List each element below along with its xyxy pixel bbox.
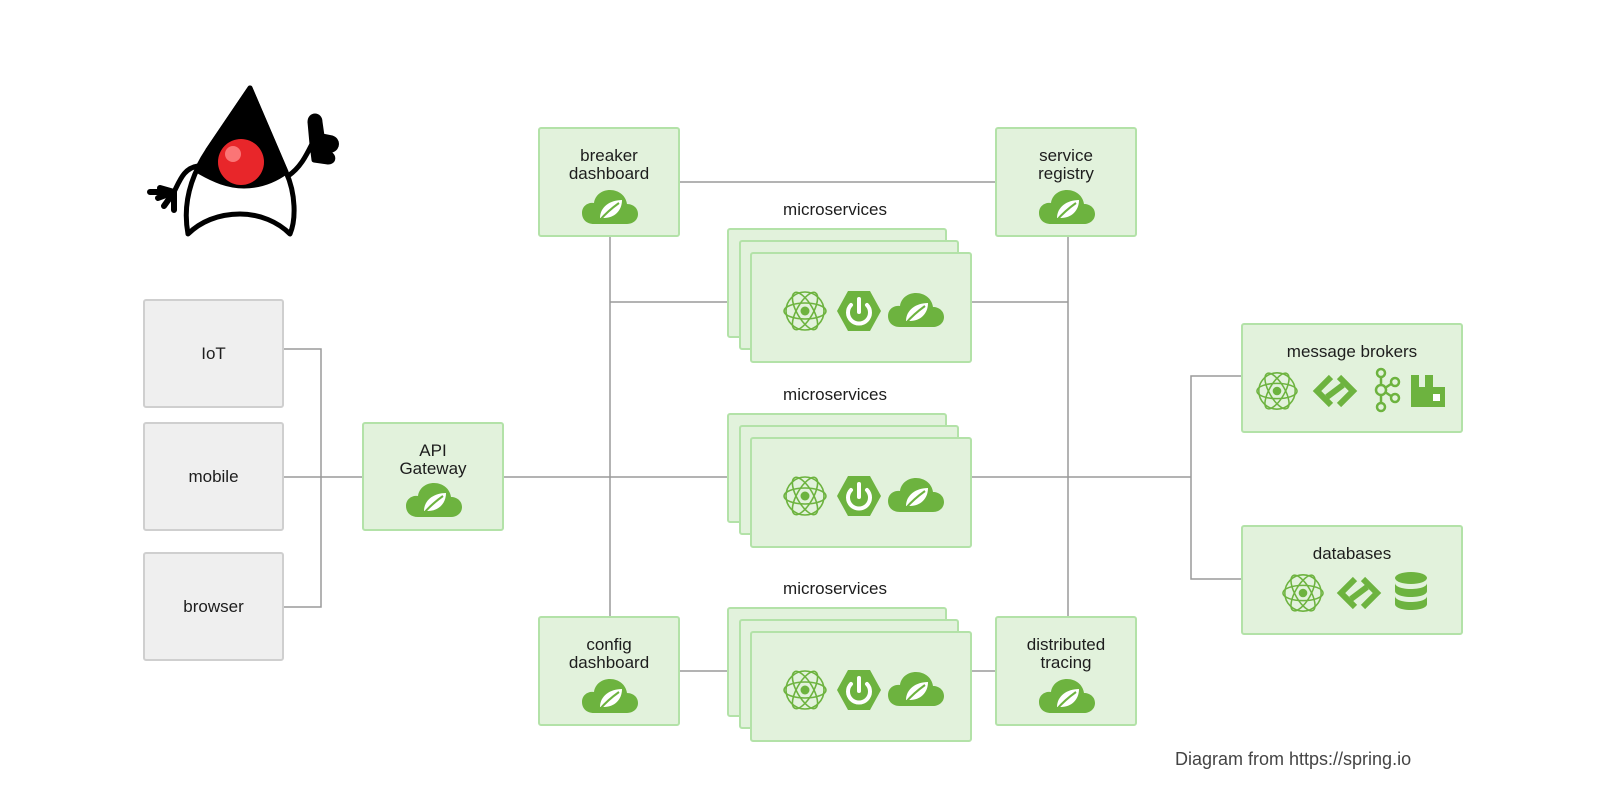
spring-cloud-leaf-icon <box>888 478 944 512</box>
spring-cloud-leaf-icon <box>1039 679 1095 713</box>
microservices-top-box <box>750 252 972 363</box>
config-dashboard-label: config dashboard <box>568 635 650 672</box>
microservices-middle-box <box>750 437 972 548</box>
kafka-icon <box>1374 367 1401 413</box>
service-registry-box: service registry <box>995 127 1137 237</box>
spring-integration-link-icon <box>1336 576 1382 610</box>
reactor-atom-icon <box>1282 574 1324 612</box>
client-browser-box: browser <box>143 552 284 661</box>
distributed-tracing-label: distributed tracing <box>1026 635 1106 672</box>
spring-cloud-leaf-icon <box>888 672 944 706</box>
reactor-atom-icon <box>783 291 827 331</box>
spring-boot-power-icon <box>837 670 881 710</box>
client-browser-label: browser <box>183 596 244 616</box>
api-gateway-label: API Gateway <box>399 441 467 478</box>
clients-bracket <box>284 348 322 608</box>
microservices-middle-title: microservices <box>783 385 887 404</box>
client-iot-box: IoT <box>143 299 284 408</box>
client-iot-label: IoT <box>201 343 226 363</box>
spring-cloud-leaf-icon <box>582 679 638 713</box>
reactor-atom-icon <box>783 476 827 516</box>
spring-cloud-leaf-icon <box>406 483 462 517</box>
breaker-dashboard-label: breaker dashboard <box>568 146 650 183</box>
api-gateway-box: API Gateway <box>362 422 504 531</box>
client-mobile-label: mobile <box>188 466 239 486</box>
microservices-bottom-title: microservices <box>783 579 887 598</box>
data-bracket <box>1190 375 1241 580</box>
rabbitmq-factory-icon <box>1411 375 1445 407</box>
diagram-credit: Diagram from https://spring.io <box>1175 749 1412 769</box>
database-icon <box>1395 572 1427 610</box>
spring-cloud-leaf-icon <box>582 190 638 224</box>
message-brokers-label: message brokers <box>1286 342 1418 361</box>
databases-box: databases <box>1241 525 1463 635</box>
client-mobile-box: mobile <box>143 422 284 531</box>
config-dashboard-box: config dashboard <box>538 616 680 726</box>
spring-boot-power-icon <box>837 476 881 516</box>
microservices-bottom-box <box>750 631 972 742</box>
microservices-top-title: microservices <box>783 200 887 219</box>
spring-cloud-leaf-icon <box>888 293 944 327</box>
reactor-atom-icon <box>1256 372 1298 410</box>
spring-boot-power-icon <box>837 291 881 331</box>
breaker-dashboard-box: breaker dashboard <box>538 127 680 237</box>
duke-mascot-icon <box>147 85 339 237</box>
spring-cloud-leaf-icon <box>1039 190 1095 224</box>
databases-label: databases <box>1312 544 1392 563</box>
distributed-tracing-box: distributed tracing <box>995 616 1137 726</box>
reactor-atom-icon <box>783 670 827 710</box>
service-registry-label: service registry <box>1038 146 1094 183</box>
message-brokers-box: message brokers <box>1241 323 1463 433</box>
spring-integration-link-icon <box>1312 374 1358 408</box>
